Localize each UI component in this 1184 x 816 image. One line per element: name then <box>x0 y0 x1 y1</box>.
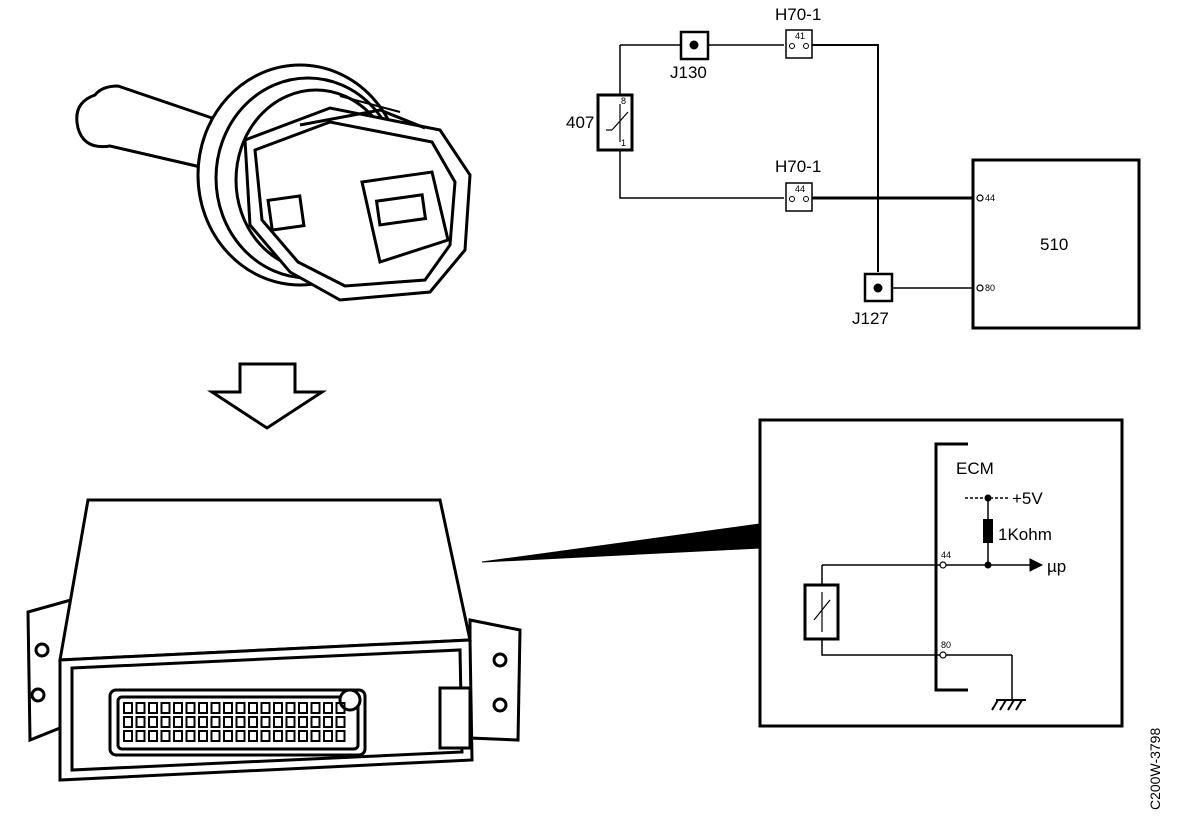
detail-circuit <box>758 418 1124 728</box>
connector-pin <box>135 702 146 714</box>
connector-pin <box>148 702 158 714</box>
connector-pin <box>210 702 221 714</box>
detail-pin-signal: 44 <box>941 550 951 560</box>
ground-icon <box>991 699 1026 711</box>
connector-pin <box>148 716 158 728</box>
connector-pin <box>123 730 133 742</box>
sensor-label: 407 <box>566 113 594 132</box>
connector-pin <box>298 716 308 728</box>
connector-pin <box>235 702 246 714</box>
connector-pin <box>135 730 146 742</box>
connector-pin <box>198 730 208 742</box>
connector-pin <box>123 702 133 714</box>
connector-pin <box>273 716 283 728</box>
connector-pin <box>235 730 246 742</box>
connector-pin <box>185 716 196 728</box>
connector-pin <box>298 702 308 714</box>
detail-ecm-label: ECM <box>956 459 994 478</box>
connector-pin <box>198 716 208 728</box>
sensor-407-symbol <box>596 93 634 152</box>
schematic <box>596 29 1141 330</box>
connector-pin <box>310 730 321 742</box>
connector-mid-pin: 44 <box>795 184 805 194</box>
connector-pin <box>210 730 221 742</box>
connector-pin <box>273 702 283 714</box>
leader-line <box>481 523 761 563</box>
connector-pin <box>173 730 183 742</box>
sensor-pin-top: 8 <box>621 96 626 106</box>
detail-labels: ECM +5V 1Kohm µp 44 80 <box>941 459 1066 650</box>
connector-pin <box>223 702 233 714</box>
connector-pin <box>173 716 183 728</box>
connector-pin <box>260 702 271 714</box>
sensor-pin-bottom: 1 <box>621 138 626 148</box>
connector-pin <box>223 730 233 742</box>
connector-pin <box>160 702 171 714</box>
connector-pin <box>310 716 321 728</box>
connector-pin <box>185 730 196 742</box>
connector-pin <box>323 716 333 728</box>
detail-frame <box>758 418 1124 728</box>
connector-pin <box>273 730 283 742</box>
resistor-symbol <box>983 519 993 543</box>
connector-pin <box>335 730 346 742</box>
ecm-box-510 <box>971 158 1141 330</box>
connector-pin <box>248 702 258 714</box>
connector-pin <box>160 730 171 742</box>
output-label: µp <box>1047 557 1066 576</box>
figure-code: C200W-3798 <box>1147 728 1163 810</box>
junction-j127 <box>863 272 894 303</box>
connector-pin <box>248 716 258 728</box>
ecm-pin-ground: 80 <box>985 283 995 293</box>
connector-pin <box>335 716 346 728</box>
connector-pin <box>285 730 296 742</box>
connector-pin <box>235 716 246 728</box>
sensor-illustration <box>75 63 472 302</box>
junction-bottom-label: J127 <box>852 309 889 328</box>
ecm-box-label: 510 <box>1040 235 1068 254</box>
connector-pin <box>260 730 271 742</box>
connector-pin <box>198 702 208 714</box>
connector-pin <box>323 730 333 742</box>
connector-pin <box>223 716 233 728</box>
detail-pin-ground: 80 <box>941 640 951 650</box>
down-arrow-icon <box>206 362 328 430</box>
connector-top-pin: 41 <box>795 31 805 41</box>
connector-pin <box>210 716 221 728</box>
connector-pin <box>148 730 158 742</box>
resistor-label: 1Kohm <box>998 525 1052 544</box>
connector-mid-label: H70-1 <box>775 157 821 176</box>
connector-pin <box>310 702 321 714</box>
connector-pin <box>298 730 308 742</box>
connector-pin <box>135 716 146 728</box>
connector-pin <box>335 702 346 714</box>
ecm-connector-pins <box>123 702 346 742</box>
ecm-pin-signal: 44 <box>985 193 995 203</box>
junction-top-label: J130 <box>670 63 707 82</box>
connector-pin <box>323 702 333 714</box>
connector-pin <box>260 716 271 728</box>
connector-pin <box>248 730 258 742</box>
connector-pin <box>285 702 296 714</box>
connector-pin <box>285 716 296 728</box>
schematic-labels: H70-1 41 H70-1 44 J130 J127 407 8 1 510 … <box>566 5 1068 328</box>
supply-label: +5V <box>1012 489 1043 508</box>
connector-pin <box>173 702 183 714</box>
connector-top-label: H70-1 <box>775 5 821 24</box>
connector-pin <box>185 702 196 714</box>
connector-pin <box>160 716 171 728</box>
connector-pin <box>123 716 133 728</box>
